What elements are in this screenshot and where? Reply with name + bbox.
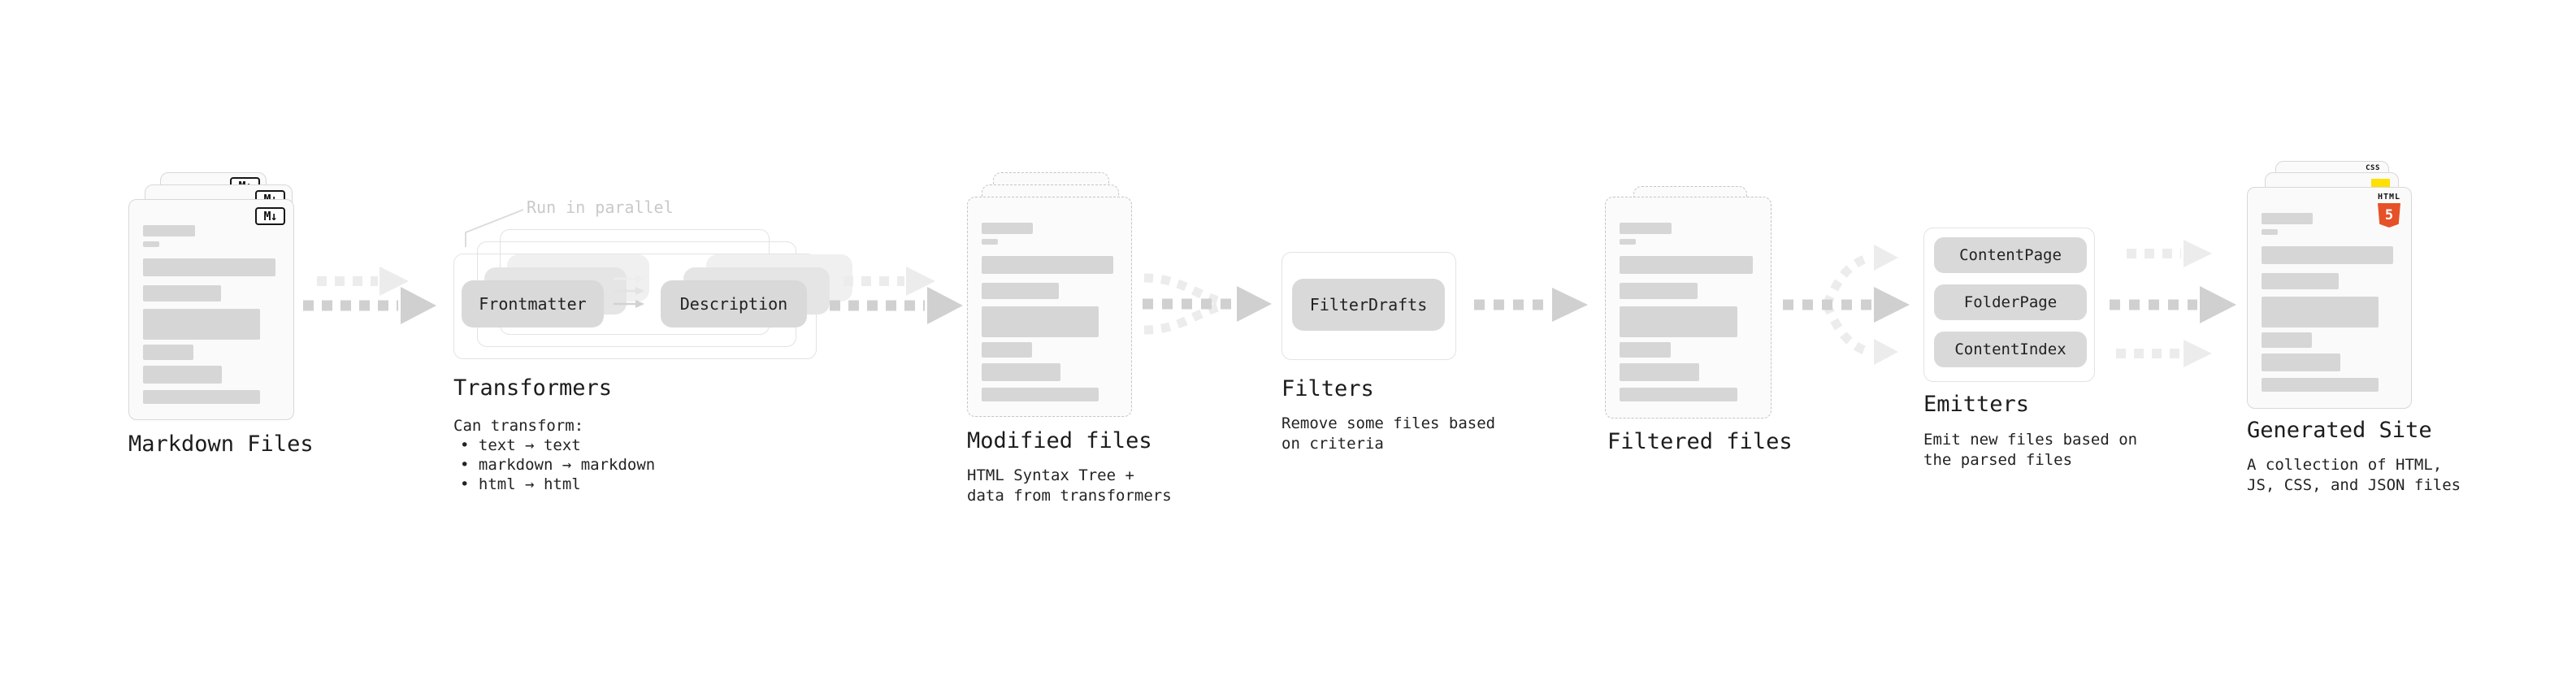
document-card: HTML 5 — [2247, 187, 2412, 409]
modified-files-label: Modified files — [967, 428, 1152, 453]
transformer-step-arrows — [614, 275, 644, 308]
transformers-label: Transformers — [453, 375, 613, 401]
description-pill: Description — [661, 280, 807, 327]
emitters-box — [1923, 228, 2095, 382]
filterdrafts-pill: FilterDrafts — [1292, 279, 1445, 331]
generated-site-stack: CSS HTML 5 — [2247, 161, 2412, 409]
frontmatter-pill: Frontmatter — [462, 280, 604, 327]
document-card: M↓ — [128, 199, 294, 420]
arrow-markdown-to-transformers — [303, 267, 436, 324]
arrow-filtered-to-emitters — [1783, 245, 1910, 365]
arrow-transformers-to-modified — [830, 267, 963, 324]
document-card-dashed — [1605, 197, 1772, 419]
markdown-files-label: Markdown Files — [128, 432, 314, 457]
filtered-files-stack — [1605, 186, 1772, 419]
arrow-emitters-to-site — [2110, 240, 2236, 367]
contentpage-pill: ContentPage — [1934, 237, 2087, 273]
contentindex-pill: ContentIndex — [1934, 332, 2087, 367]
filters-label: Filters — [1281, 376, 1374, 401]
document-card-dashed — [967, 197, 1132, 417]
doc-content-bars — [143, 225, 280, 404]
arrow-filters-to-filtered — [1474, 288, 1588, 322]
markdown-files-stack: M↓ M↓ M↓ — [128, 172, 294, 420]
generated-site-label: Generated Site — [2247, 418, 2432, 443]
html5-icon: HTML 5 — [2374, 193, 2404, 228]
emitters-label: Emitters — [1923, 392, 2030, 417]
modified-files-stack — [967, 172, 1132, 417]
filters-box — [1281, 252, 1456, 360]
filters-description: Remove some files based on criteria — [1281, 414, 1496, 453]
note-callout-line — [465, 209, 524, 247]
folderpage-pill: FolderPage — [1934, 284, 2087, 320]
generated-site-description: A collection of HTML, JS, CSS, and JSON … — [2247, 456, 2461, 494]
doc-content-bars — [1620, 223, 1757, 401]
transformers-description: Can transform: • text → text • markdown … — [453, 417, 656, 493]
run-in-parallel-note: Run in parallel — [527, 197, 674, 217]
doc-content-bars — [982, 223, 1117, 401]
js-icon — [2371, 179, 2390, 189]
markdown-icon: M↓ — [255, 207, 285, 225]
doc-content-bars — [2262, 213, 2397, 392]
emitters-description: Emit new files based on the parsed files — [1923, 431, 2138, 469]
filtered-files-label: Filtered files — [1607, 429, 1793, 454]
description-pill-stack: Description — [661, 254, 852, 327]
arrow-modified-to-filters — [1143, 273, 1272, 335]
modified-files-description: HTML Syntax Tree + data from transformer… — [967, 466, 1172, 505]
